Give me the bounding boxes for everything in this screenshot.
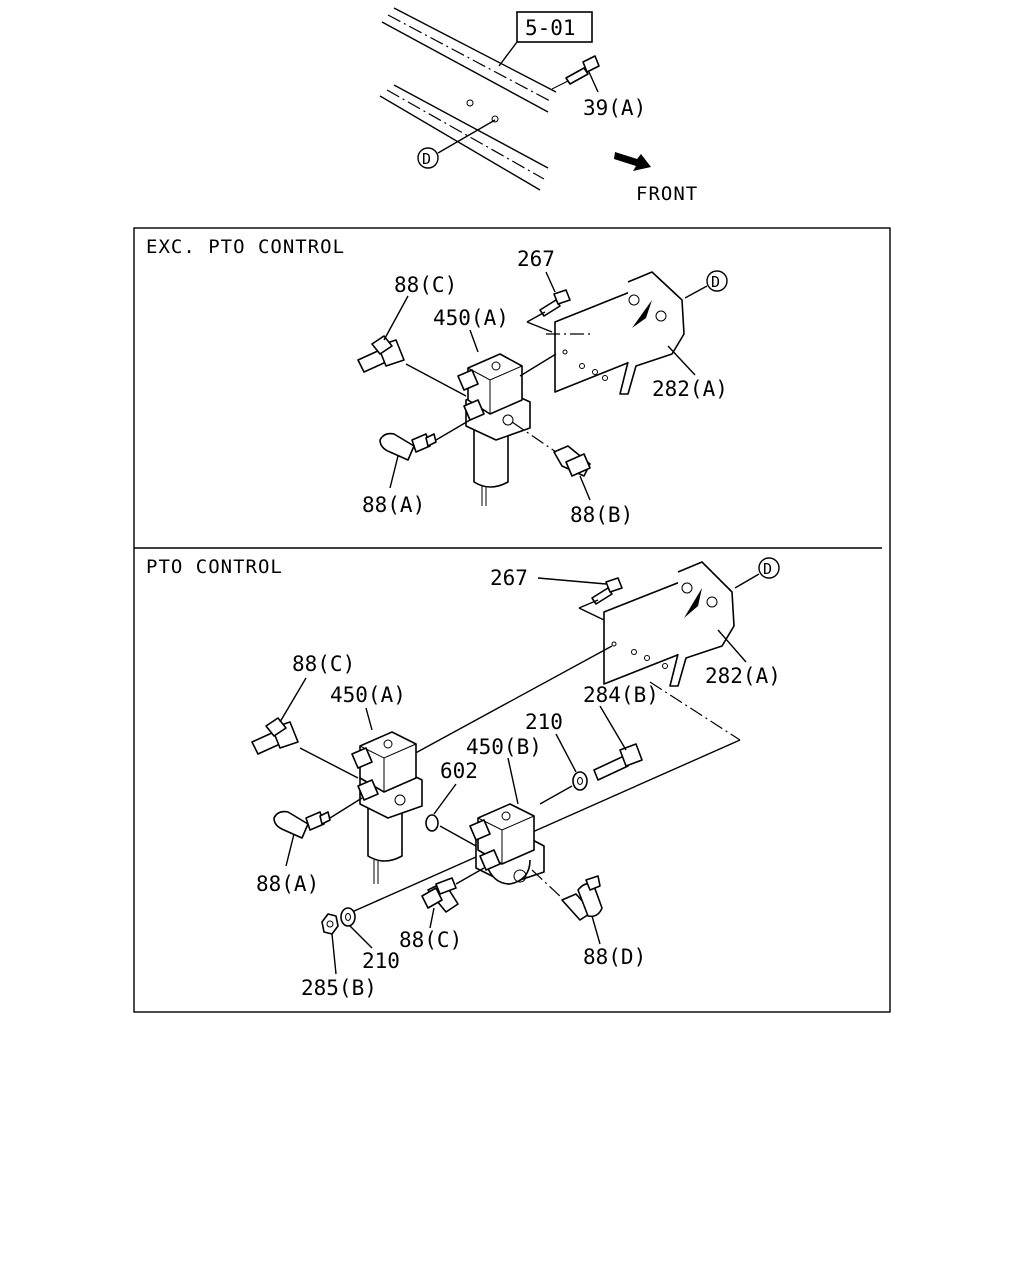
sections-frame [133,227,891,1013]
washer-210-top [572,771,588,791]
nut-285b [321,913,339,935]
fitting-88b-s1-label: 88(B) [570,503,633,527]
valve-450a-s2-label: 450(A) [330,683,406,707]
bracket-282a-s2-label: 282(A) [705,664,781,688]
washer-210-bottom [340,907,356,927]
bolt-39a [551,55,600,90]
fitting-88c-s2-top [251,717,299,755]
fitting-88b-s1 [553,445,591,477]
bracket-282a-s1-label: 282(A) [652,377,728,401]
oring-602 [425,814,439,832]
fitting-88a-s2-label: 88(A) [256,872,319,896]
fitting-88c-s2-bottom [421,877,459,913]
fitting-88c-s1-label: 88(C) [394,273,457,297]
hole-marker-d-top-label: D [422,150,431,168]
front-arrow-icon [614,152,651,171]
hole-marker-d-s2 [758,557,780,579]
oring-602-label: 602 [440,759,478,783]
hole-marker-d-s1 [706,270,728,292]
hole-marker-d-s1-label: D [711,273,720,291]
valve-450a-s1 [457,353,531,506]
bracket-282a-s2 [603,561,735,687]
fitting-88a-s2 [273,810,331,839]
bracket-282a-s1 [546,271,685,395]
valve-450b [469,803,545,885]
hole-marker-d-s2-label: D [763,560,772,578]
valve-450a-s2 [351,731,423,884]
bolt-284b-label: 284(B) [583,683,659,707]
bolt-267-s1-label: 267 [517,247,555,271]
fitting-88c-s1 [357,335,405,373]
ref-box [516,11,593,43]
ref-box-label: 5-01 [525,16,576,40]
valve-450a-s1-label: 450(A) [433,306,509,330]
bolt-267-s2-label: 267 [490,566,528,590]
fitting-88a-s1-label: 88(A) [362,493,425,517]
washer-210-top-label: 210 [525,710,563,734]
section-1-title: EXC. PTO CONTROL [146,236,345,258]
valve-450b-label: 450(B) [466,735,542,759]
fitting-88a-s1 [379,432,437,461]
fitting-88c-s2-top-label: 88(C) [292,652,355,676]
fitting-88d [561,875,603,921]
fitting-88c-s2-bottom-label: 88(C) [399,928,462,952]
washer-210-bottom-label: 210 [362,949,400,973]
fitting-88d-label: 88(D) [583,945,646,969]
frame-rail [379,7,557,191]
section-2-title: PTO CONTROL [146,556,283,578]
front-label: FRONT [636,183,698,205]
bolt-284b [593,743,643,781]
hole-marker-d-top [417,147,439,169]
bolt-39a-label: 39(A) [583,96,646,120]
nut-285b-label: 285(B) [301,976,377,1000]
